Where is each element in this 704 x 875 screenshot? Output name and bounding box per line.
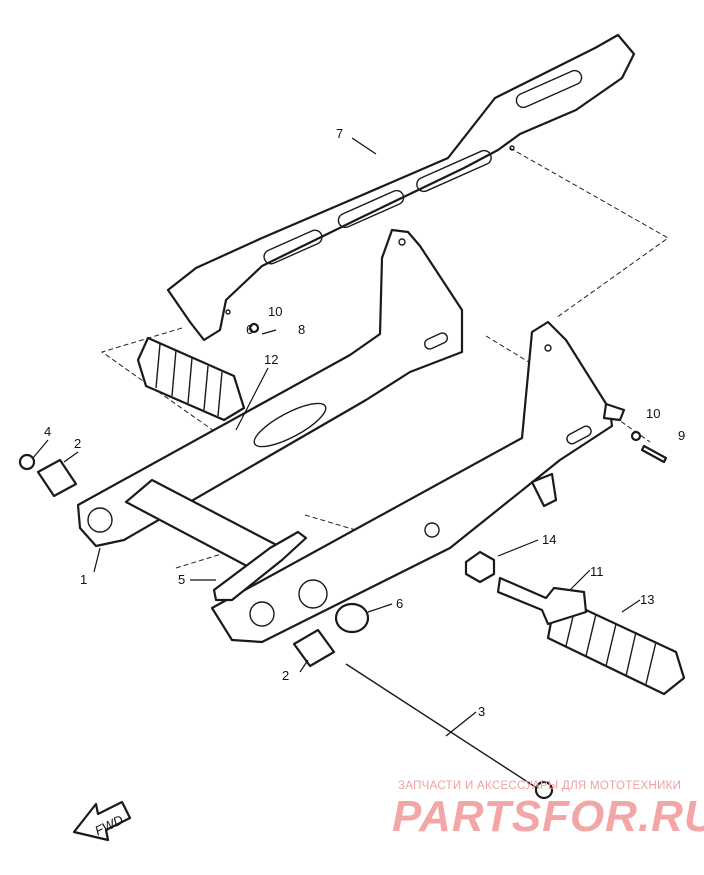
leader-lines bbox=[32, 137, 641, 737]
callout-5: 5 bbox=[178, 572, 185, 587]
callout-9: 9 bbox=[678, 428, 685, 443]
callout-14: 14 bbox=[542, 532, 556, 547]
callout-10b: 10 bbox=[646, 406, 660, 421]
watermark-logo: PARTSFOR.RU bbox=[392, 792, 704, 841]
callout-2: 2 bbox=[74, 436, 81, 451]
callout-10: 10 bbox=[268, 304, 282, 319]
callout-7: 7 bbox=[336, 126, 343, 141]
callout-6: 6 bbox=[246, 322, 253, 337]
fwd-arrow: FWD bbox=[72, 800, 132, 842]
callout-8: 8 bbox=[298, 322, 305, 337]
callout-3: 3 bbox=[478, 704, 485, 719]
callout-1: 1 bbox=[80, 572, 87, 587]
watermark-tagline: ЗАПЧАСТИ И АКСЕССУАРЫ ДЛЯ МОТОТЕХНИКИ bbox=[398, 780, 682, 792]
callout-11: 11 bbox=[590, 564, 604, 579]
footrest-left bbox=[136, 336, 246, 422]
chain-guard bbox=[166, 33, 636, 342]
footrest-right bbox=[496, 576, 686, 696]
callout-12: 12 bbox=[264, 352, 278, 367]
callout-4: 4 bbox=[44, 424, 51, 439]
callout-13: 13 bbox=[640, 592, 654, 607]
hardware bbox=[18, 322, 668, 800]
callouts: 7 10 6 8 12 4 2 10 9 1 14 5 11 6 13 2 3 bbox=[44, 126, 685, 719]
swing-arm bbox=[76, 228, 626, 644]
callout-6b: 6 bbox=[396, 596, 403, 611]
callout-2b: 2 bbox=[282, 668, 289, 683]
